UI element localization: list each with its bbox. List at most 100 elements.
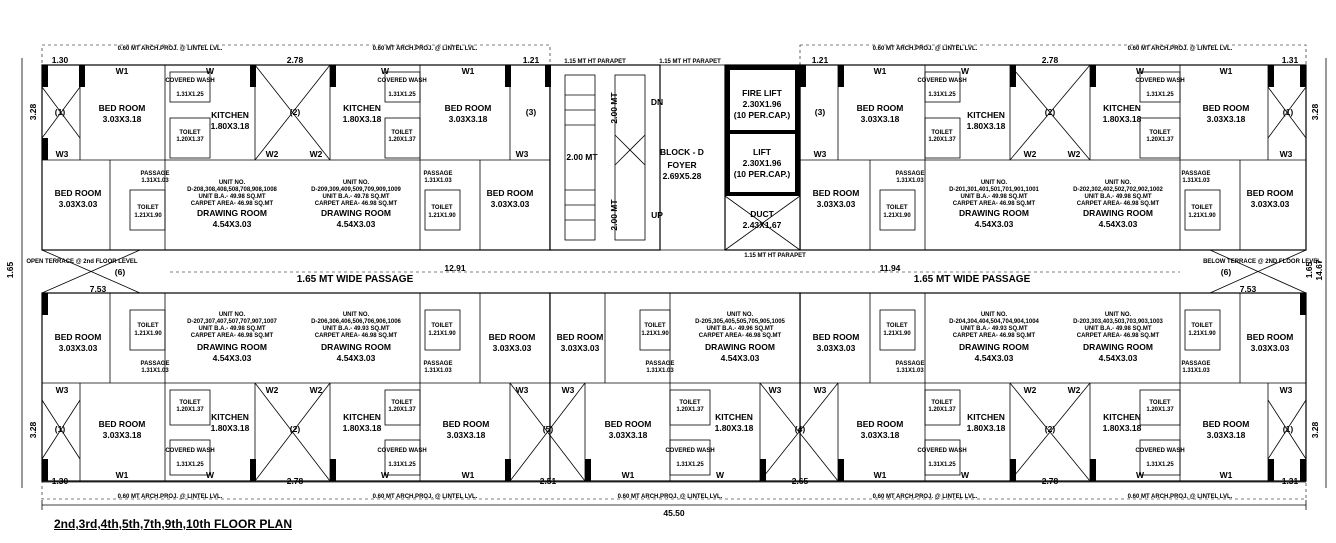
room-size: 1.31X1.25 [928, 462, 956, 468]
room-toilet: TOILET [1191, 205, 1213, 211]
room-kitchen: KITCHEN [343, 103, 381, 113]
room-size: 3.03X3.18 [103, 114, 142, 124]
lift-cap: (10 PER.CAP.) [734, 169, 791, 179]
room-size: 1.20X1.37 [1146, 407, 1174, 413]
dim-side-depth: 1.65 [5, 261, 15, 278]
room-size: 1.20X1.37 [1146, 137, 1174, 143]
unit-ids: D-205,305,405,505,705,905,1005 [695, 319, 785, 325]
stair-up: UP [651, 210, 663, 220]
dim-278: 2.78 [287, 55, 304, 65]
dim-bottom-right: 1.31 [1282, 476, 1299, 486]
unit-ca: CARPET AREA- 46.98 SQ.MT [1077, 201, 1160, 207]
unit-ids: D-209,309,409,509,709,909,1009 [311, 187, 401, 193]
dim-top-left: 1.30 [52, 55, 69, 65]
room-drawing: DRAWING ROOM [321, 208, 391, 218]
window-w2: W2 [266, 385, 279, 395]
lift-size: 2.30X1.96 [743, 158, 782, 168]
room-size: 1.31X1.03 [896, 368, 924, 374]
room-drawing: DRAWING ROOM [959, 208, 1029, 218]
window-w1: W1 [462, 470, 475, 480]
window-w3: W3 [562, 385, 575, 395]
room-toilet: TOILET [431, 323, 453, 329]
dim-265: 2.65 [792, 476, 809, 486]
dim-overall-depth: 14.67 [1314, 259, 1324, 281]
unit-no: UNIT NO. [343, 312, 370, 318]
dim-328: 3.28 [1310, 421, 1320, 438]
room-size: 3.03X3.03 [493, 343, 532, 353]
plan-labels: 0.60 MT ARCH.PROJ. @ LINTEL LVL. 0.60 MT… [5, 46, 1324, 518]
room-toilet: TOILET [431, 205, 453, 211]
room-drawing: DRAWING ROOM [197, 208, 267, 218]
room-size: 1.31X1.03 [646, 368, 674, 374]
room-size: 3.03X3.18 [861, 430, 900, 440]
room-bed: BED ROOM [487, 188, 534, 198]
room-wash: COVERED WASH [917, 78, 966, 84]
room-size: 3.03X3.03 [561, 343, 600, 353]
room-size: 4.54X3.03 [1099, 219, 1138, 229]
unit-ids: D-202,302,402,502,702,902,1002 [1073, 187, 1163, 193]
projection-marks [41, 44, 1307, 500]
parapet-label: 1.15 MT HT PARAPET [564, 59, 626, 65]
unit-ba: UNIT B.A.- 49.98 SQ.MT [1084, 326, 1151, 332]
unit-ca: CARPET AREA- 46.98 SQ.MT [191, 201, 274, 207]
room-size: 1.31X1.03 [424, 368, 452, 374]
window-w2: W2 [1024, 149, 1037, 159]
stair-width: 2.00 MT [566, 152, 598, 162]
window-w2: W2 [1068, 149, 1081, 159]
plan-title: 2nd,3rd,4th,5th,7th,9th,10th FLOOR PLAN [54, 517, 293, 531]
room-size: 4.54X3.03 [721, 353, 760, 363]
room-bed: BED ROOM [489, 332, 536, 342]
room-size: 1.21X1.90 [883, 331, 911, 337]
unit-ids: D-203,303,403,503,703,903,1003 [1073, 319, 1163, 325]
room-passage: PASSAGE [1182, 361, 1211, 367]
room-size: 4.54X3.03 [975, 219, 1014, 229]
room-toilet: TOILET [1149, 130, 1171, 136]
unit-ca: CARPET AREA- 46.98 SQ.MT [1077, 333, 1160, 339]
passage-label-right: 1.65 MT WIDE PASSAGE [914, 274, 1031, 285]
unit-ba: UNIT B.A.- 49.98 SQ.MT [198, 194, 265, 200]
dim-bottom-left: 1.30 [52, 476, 69, 486]
arch-proj-label: 0.60 MT ARCH.PROJ. @ LINTEL LVL. [618, 494, 723, 500]
window-w2: W2 [310, 385, 323, 395]
duct-size: 2.43X1.67 [743, 220, 782, 230]
fire-lift-cap: (10 PER.CAP.) [734, 110, 791, 120]
room-size: 1.31X1.25 [1146, 92, 1174, 98]
room-passage: PASSAGE [896, 171, 925, 177]
room-size: 1.31X1.25 [176, 462, 204, 468]
unit-ids: D-208,308,408,508,708,908,1008 [187, 187, 277, 193]
passage-length-right: 11.94 [880, 263, 901, 273]
room-bed: BED ROOM [857, 103, 904, 113]
room-size: 3.03X3.18 [861, 114, 900, 124]
room-toilet: TOILET [391, 130, 413, 136]
room-toilet: TOILET [137, 323, 159, 329]
room-size: 1.20X1.37 [176, 137, 204, 143]
room-size: 1.31X1.03 [896, 178, 924, 184]
window-w: W [381, 470, 390, 480]
window-w3: W3 [56, 149, 69, 159]
room-bed: BED ROOM [1203, 103, 1250, 113]
room-size: 1.20X1.37 [388, 407, 416, 413]
room-bed: BED ROOM [445, 103, 492, 113]
unit-no: UNIT NO. [219, 312, 246, 318]
room-bed: BED ROOM [813, 332, 860, 342]
room-size: 4.54X3.03 [213, 353, 252, 363]
room-size: 1.80X3.18 [967, 423, 1006, 433]
interior-walls [42, 65, 1306, 481]
block-label: BLOCK - D [660, 147, 704, 157]
room-passage: PASSAGE [1182, 171, 1211, 177]
window-w: W [206, 470, 215, 480]
stair-width: 2.00 MT [609, 92, 619, 124]
terrace-dim: 7.53 [1240, 284, 1257, 294]
room-size: 3.03X3.18 [103, 430, 142, 440]
lift-label: LIFT [753, 147, 772, 157]
room-size: 1.80X3.18 [343, 114, 382, 124]
window-w3: W3 [814, 149, 827, 159]
unit-ids: D-201,301,401,501,701,901,1001 [949, 187, 1039, 193]
room-bed: BED ROOM [99, 103, 146, 113]
room-kitchen: KITCHEN [343, 412, 381, 422]
window-w2: W2 [266, 149, 279, 159]
window-w1: W1 [1220, 66, 1233, 76]
marker-3: (3) [526, 107, 537, 117]
unit-ca: CARPET AREA- 46.98 SQ.MT [953, 333, 1036, 339]
